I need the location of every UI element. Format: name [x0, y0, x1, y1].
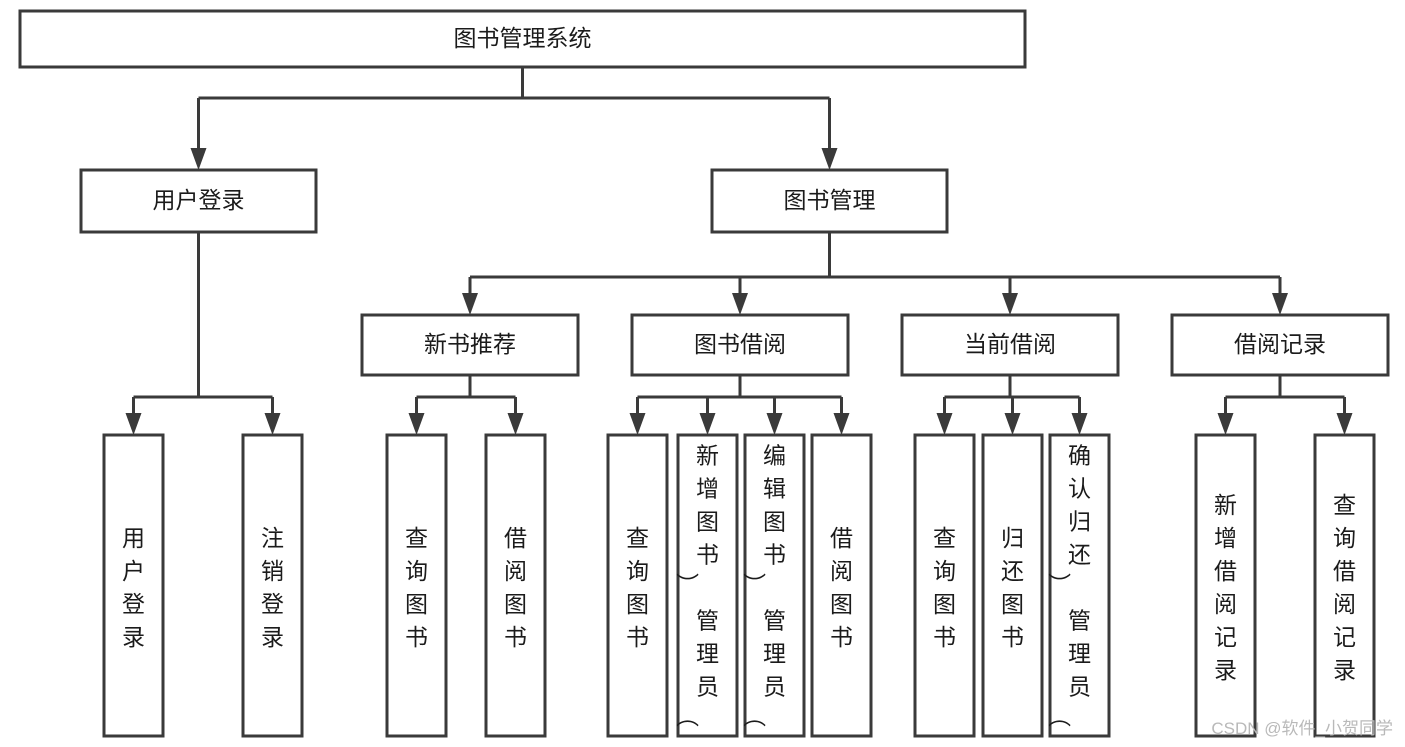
node-label-l_cur_query: 查询图书: [933, 525, 956, 650]
node-l_nb_query[interactable]: 查询图书: [385, 433, 448, 738]
node-n_book_mgmt[interactable]: 图书管理: [710, 168, 949, 234]
node-label-l_user_logout: 注销登录: [261, 525, 284, 650]
node-box-l_rec_add[interactable]: [1194, 433, 1257, 738]
edge-group-n_book_mgmt: [462, 232, 1288, 315]
node-l_cur_confirm[interactable]: 确认归还（管理员）: [1047, 433, 1111, 738]
node-box-l_bk_edit[interactable]: [743, 433, 806, 738]
node-box-n_new_book[interactable]: [360, 313, 580, 377]
node-label-l_bk_add: 新增图书（管理员）: [675, 442, 719, 727]
node-n_current[interactable]: 当前借阅: [900, 313, 1120, 377]
node-label-l_bk_borrow: 借阅图书: [830, 525, 853, 650]
node-box-l_bk_add[interactable]: [676, 433, 739, 738]
node-l_user_login[interactable]: 用户登录: [102, 433, 165, 738]
node-l_nb_borrow[interactable]: 借阅图书: [484, 433, 547, 738]
node-label-n_borrow: 图书借阅: [694, 331, 786, 357]
node-l_bk_query[interactable]: 查询图书: [606, 433, 669, 738]
node-box-l_nb_borrow[interactable]: [484, 433, 547, 738]
node-l_bk_borrow[interactable]: 借阅图书: [810, 433, 873, 738]
edges-layer: [125, 67, 1353, 435]
node-l_rec_add[interactable]: 新增借阅记录: [1194, 433, 1257, 738]
node-box-l_cur_return[interactable]: [981, 433, 1044, 738]
node-l_bk_add[interactable]: 新增图书（管理员）: [675, 433, 739, 738]
node-box-l_bk_query[interactable]: [606, 433, 669, 738]
node-label-l_cur_confirm: 确认归还（管理员）: [1047, 442, 1091, 727]
node-label-l_cur_return: 归还图书: [1001, 525, 1024, 650]
node-root[interactable]: 图书管理系统: [18, 9, 1027, 69]
node-label-l_rec_query: 查询借阅记录: [1333, 492, 1356, 683]
node-l_user_logout[interactable]: 注销登录: [241, 433, 304, 738]
node-label-n_record: 借阅记录: [1234, 331, 1326, 357]
node-box-l_user_logout[interactable]: [241, 433, 304, 738]
edge-group-n_new_book: [408, 375, 524, 435]
node-box-l_user_login[interactable]: [102, 433, 165, 738]
node-n_new_book[interactable]: 新书推荐: [360, 313, 580, 377]
node-n_borrow[interactable]: 图书借阅: [630, 313, 850, 377]
node-label-l_bk_query: 查询图书: [626, 525, 649, 650]
node-label-l_rec_add: 新增借阅记录: [1214, 492, 1237, 683]
edge-group-n_current: [936, 375, 1088, 435]
edge-group-n_user_login: [125, 232, 281, 435]
node-n_user_login[interactable]: 用户登录: [79, 168, 318, 234]
node-box-l_cur_confirm[interactable]: [1048, 433, 1111, 738]
edge-group-n_borrow: [629, 375, 850, 435]
node-box-n_book_mgmt[interactable]: [710, 168, 949, 234]
node-label-n_new_book: 新书推荐: [424, 331, 516, 357]
node-label-n_current: 当前借阅: [964, 331, 1056, 357]
node-n_record[interactable]: 借阅记录: [1170, 313, 1390, 377]
node-box-n_borrow[interactable]: [630, 313, 850, 377]
node-box-l_bk_borrow[interactable]: [810, 433, 873, 738]
node-box-l_nb_query[interactable]: [385, 433, 448, 738]
node-box-l_cur_query[interactable]: [913, 433, 976, 738]
node-l_cur_return[interactable]: 归还图书: [981, 433, 1044, 738]
node-box-n_user_login[interactable]: [79, 168, 318, 234]
edge-group-n_record: [1217, 375, 1353, 435]
node-l_cur_query[interactable]: 查询图书: [913, 433, 976, 738]
node-label-n_user_login: 用户登录: [153, 187, 245, 213]
node-label-l_nb_query: 查询图书: [405, 525, 428, 650]
node-label-l_user_login: 用户登录: [122, 525, 145, 650]
nodes-layer: 图书管理系统用户登录图书管理新书推荐图书借阅当前借阅借阅记录用户登录注销登录查询…: [18, 9, 1390, 738]
node-label-l_nb_borrow: 借阅图书: [504, 525, 527, 650]
node-label-l_bk_edit: 编辑图书（管理员）: [742, 442, 786, 727]
node-box-n_record[interactable]: [1170, 313, 1390, 377]
node-l_bk_edit[interactable]: 编辑图书（管理员）: [742, 433, 806, 738]
node-box-n_current[interactable]: [900, 313, 1120, 377]
node-box-l_rec_query[interactable]: [1313, 433, 1376, 738]
node-label-root: 图书管理系统: [454, 25, 592, 51]
node-l_rec_query[interactable]: 查询借阅记录: [1313, 433, 1376, 738]
node-label-n_book_mgmt: 图书管理: [784, 187, 876, 213]
node-box-root[interactable]: [18, 9, 1027, 69]
edge-group-root: [190, 67, 838, 170]
